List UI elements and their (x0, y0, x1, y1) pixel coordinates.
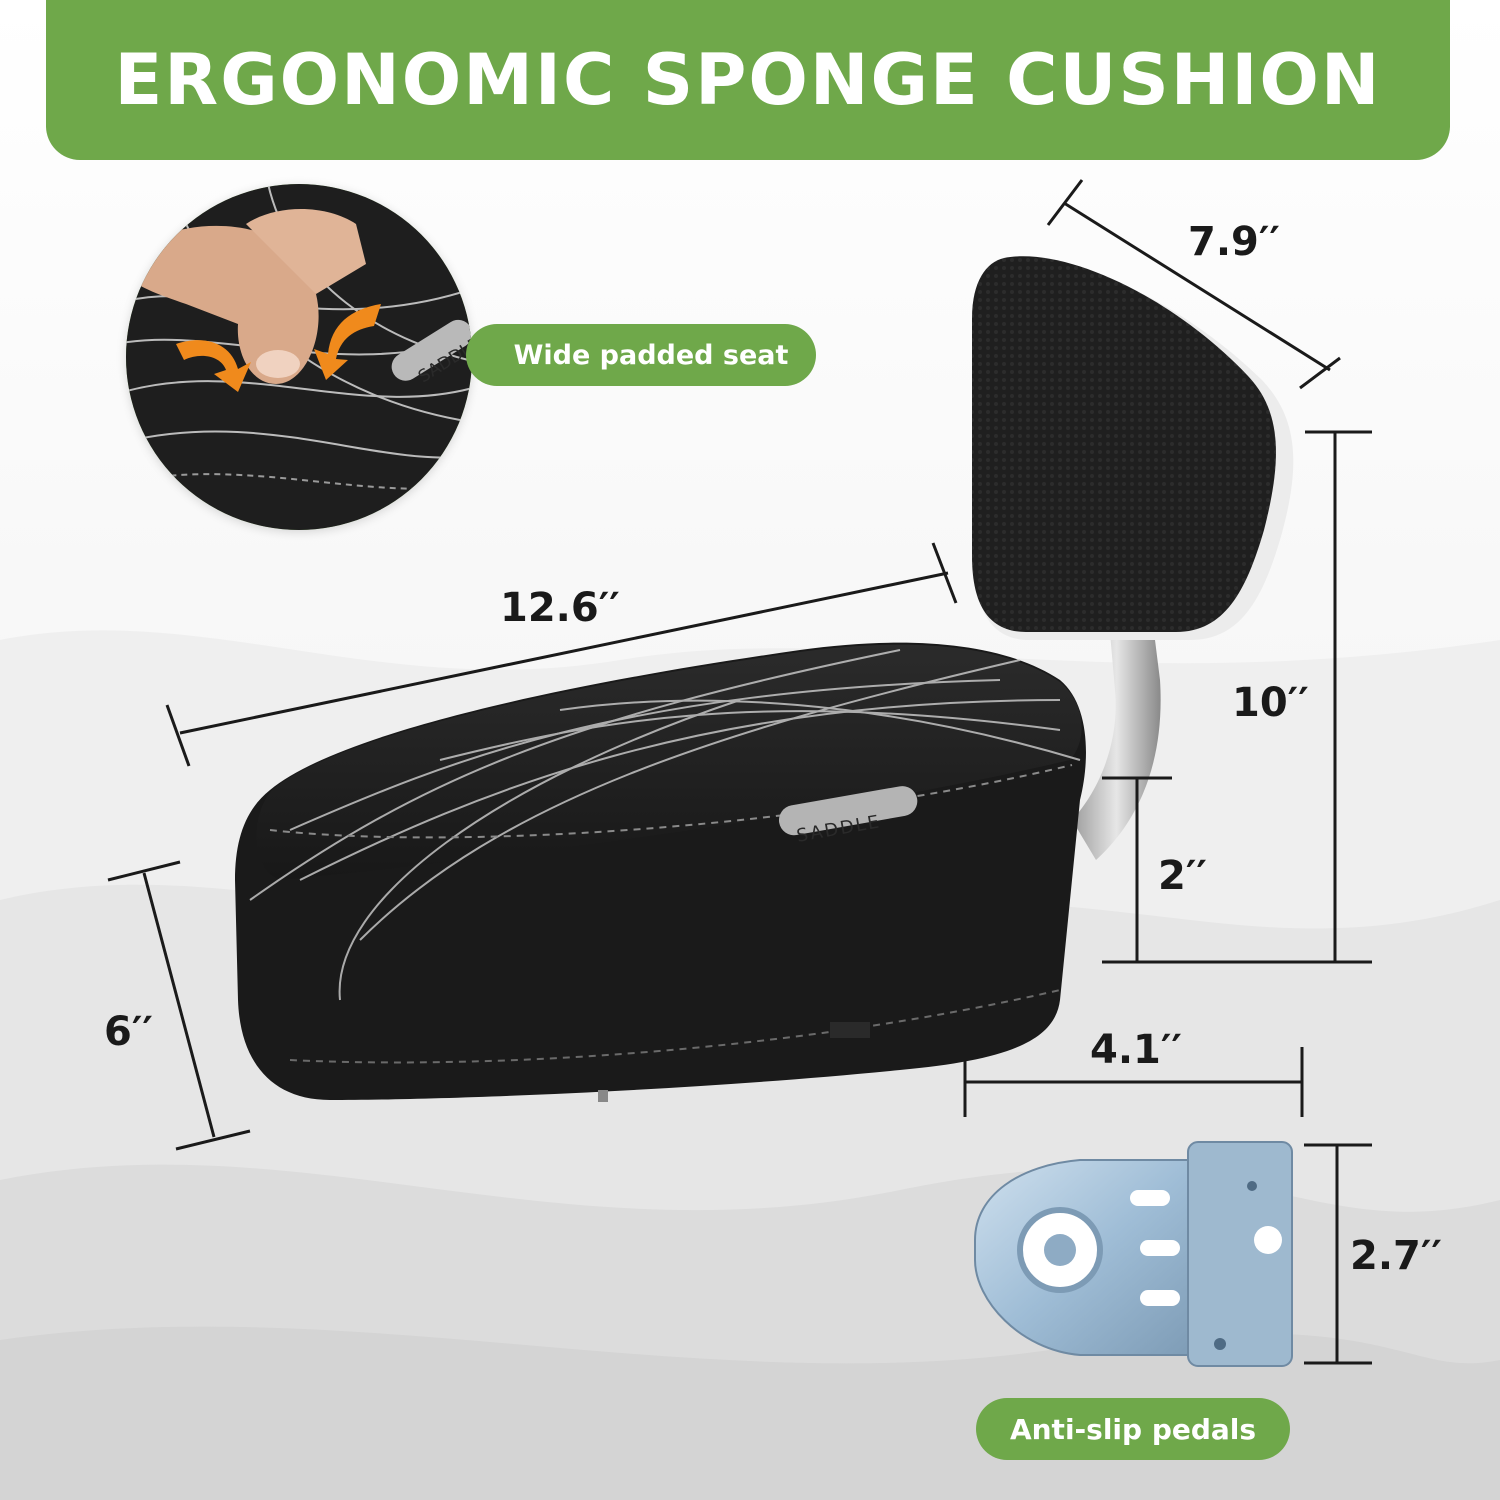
dim-pedal-width: 4.1′′ (1090, 1027, 1182, 1073)
cushion-closeup: SADDLE (126, 184, 472, 530)
dim-seat-length: 12.6′′ (500, 585, 620, 631)
callout-seat-label: Wide padded seat (513, 339, 789, 371)
seat-cushion: SADDLE (235, 642, 1086, 1102)
header-banner: ERGONOMIC SPONGE CUSHION (46, 0, 1450, 160)
banner-title: ERGONOMIC SPONGE CUSHION (114, 39, 1382, 121)
callout-pedals-label: Anti-slip pedals (1009, 1412, 1257, 1446)
dim-total-height: 10′′ (1232, 680, 1309, 726)
dim-backrest-width: 7.9′′ (1188, 219, 1280, 265)
callout-anti-slip-pedals: Anti-slip pedals (976, 1398, 1290, 1460)
backrest (972, 256, 1294, 640)
dim-seat-width: 6′′ (104, 1009, 153, 1055)
dimension-lines (107, 179, 1372, 1365)
callout-wide-padded-seat: Wide padded seat (466, 324, 816, 386)
footrest-pedal (974, 1141, 1293, 1367)
dim-pedal-height: 2.7′′ (1350, 1233, 1442, 1279)
dim-post-height: 2′′ (1158, 853, 1207, 899)
press-arrow-icon (176, 304, 381, 392)
